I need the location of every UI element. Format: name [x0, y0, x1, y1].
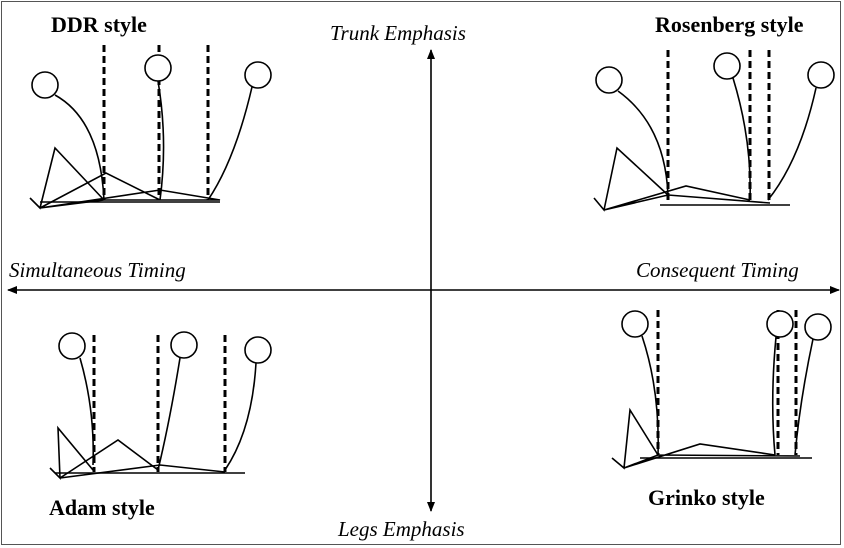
grinko-style-label: Grinko style	[648, 485, 765, 510]
axis-label-right: Consequent Timing	[636, 258, 799, 282]
ddr-style-figure	[29, 45, 272, 210]
adam-style-label: Adam style	[49, 495, 155, 520]
adam-style-figure	[49, 331, 272, 481]
axis-label-bottom: Legs Emphasis	[338, 517, 465, 541]
axis-label-top: Trunk Emphasis	[330, 21, 466, 45]
grinko-style-figure	[611, 310, 832, 470]
ddr-style-label: DDR style	[51, 12, 147, 37]
axis-label-left: Simultaneous Timing	[9, 258, 186, 282]
rosenberg-style-label: Rosenberg style	[655, 12, 804, 37]
rosenberg-style-figure	[593, 50, 835, 212]
